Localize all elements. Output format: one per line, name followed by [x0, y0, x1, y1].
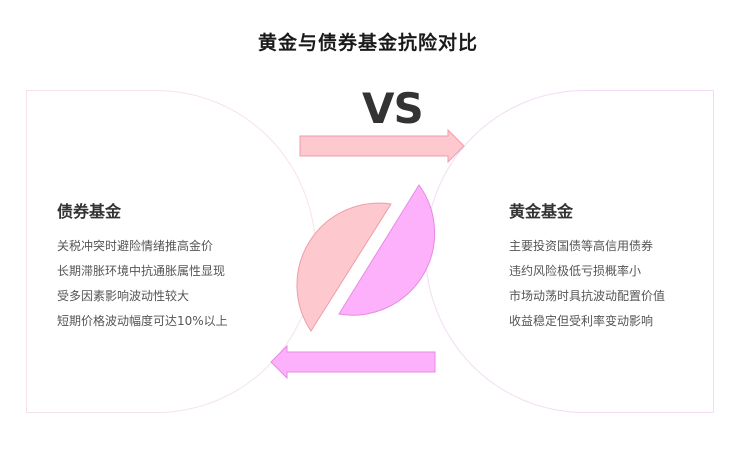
gold-fund-panel: 黄金基金 主要投资国债等高信用债券 违约风险极低亏损概率小 市场动荡时具抗波动配…	[425, 90, 714, 413]
magenta-half-circle-icon	[338, 184, 436, 316]
list-item: 违约风险极低亏损概率小	[509, 264, 642, 278]
pink-half-circle-icon	[296, 202, 392, 332]
list-item: 主要投资国债等高信用债券	[509, 239, 654, 253]
list-item: 市场动荡时具抗波动配置价值	[509, 289, 666, 303]
gold-fund-heading: 黄金基金	[509, 202, 574, 221]
arrow-right-icon	[299, 128, 465, 164]
bond-fund-heading: 债券基金	[57, 202, 122, 221]
list-item: 长期滞胀环境中抗通胀属性显现	[57, 264, 226, 278]
list-item: 受多因素影响波动性较大	[57, 289, 190, 303]
arrow-left-icon	[270, 344, 436, 380]
diagram-title: 黄金与债券基金抗险对比	[257, 32, 478, 54]
list-item: 关税冲突时避险情绪推高金价	[57, 239, 214, 253]
list-item: 收益稳定但受利率变动影响	[509, 314, 654, 328]
list-item: 短期价格波动幅度可达10%以上	[57, 314, 228, 328]
bond-fund-list: 关税冲突时避险情绪推高金价 长期滞胀环境中抗通胀属性显现 受多因素影响波动性较大…	[57, 237, 228, 337]
vs-label: VS	[362, 84, 424, 133]
gold-fund-list: 主要投资国债等高信用债券 违约风险极低亏损概率小 市场动荡时具抗波动配置价值 收…	[509, 237, 665, 337]
